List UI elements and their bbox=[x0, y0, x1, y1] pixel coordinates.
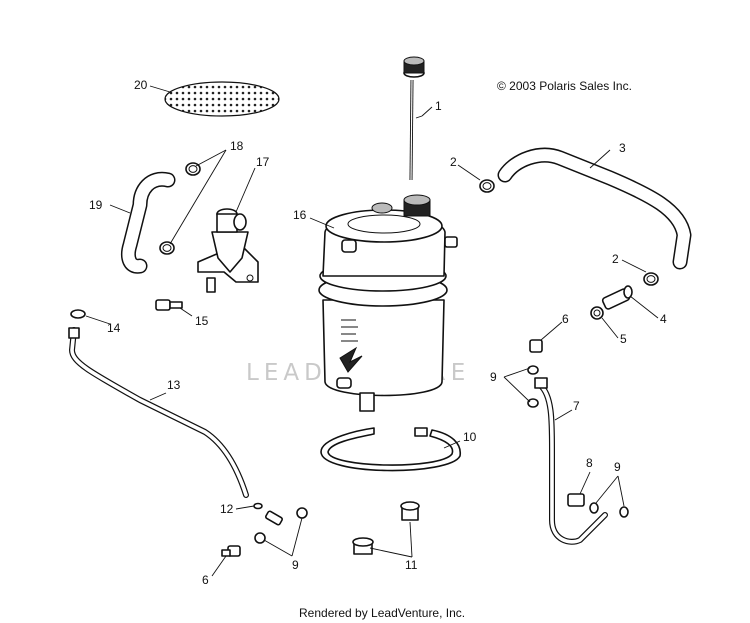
part-20-screen bbox=[164, 81, 280, 117]
leader-lines bbox=[85, 85, 659, 577]
part-2-clamp-lower bbox=[643, 272, 659, 286]
callout-8: 8 bbox=[586, 456, 593, 470]
part-6-bolt-right bbox=[529, 339, 543, 353]
callout-1: 1 bbox=[435, 99, 442, 113]
part-19-hose bbox=[120, 171, 176, 274]
callout-19: 19 bbox=[89, 198, 103, 212]
callout-20: 20 bbox=[134, 78, 148, 92]
callout-6-right: 6 bbox=[562, 312, 569, 326]
callout-2-lower: 2 bbox=[612, 252, 619, 266]
part-6-bolt-lower bbox=[221, 545, 241, 557]
part-13-oil-line bbox=[68, 327, 249, 498]
callout-17: 17 bbox=[256, 155, 270, 169]
part-9-washers-left bbox=[254, 507, 308, 544]
part-11-grommets bbox=[352, 501, 420, 555]
part-9-washers-right-upper bbox=[527, 365, 539, 408]
part-15-bolt bbox=[155, 299, 183, 311]
callout-3: 3 bbox=[619, 141, 626, 155]
part-4-fitting bbox=[601, 285, 633, 310]
callout-18: 18 bbox=[230, 139, 244, 153]
part-10-strap bbox=[320, 427, 461, 472]
callout-16: 16 bbox=[293, 208, 307, 222]
callout-11: 11 bbox=[405, 558, 418, 572]
footer-credit: Rendered by LeadVenture, Inc. bbox=[299, 606, 465, 620]
callout-4: 4 bbox=[660, 312, 667, 326]
part-14-cap bbox=[70, 309, 86, 319]
callout-9-right-upper: 9 bbox=[490, 370, 497, 384]
part-7-oil-line bbox=[534, 377, 608, 545]
part-8-bolt bbox=[567, 493, 585, 507]
callout-13: 13 bbox=[167, 378, 181, 392]
callout-5: 5 bbox=[620, 332, 627, 346]
part-16-oil-tank bbox=[318, 194, 458, 412]
part-banjo-bolt-left bbox=[265, 510, 283, 526]
part-9-washers-right-lower bbox=[589, 502, 629, 518]
callout-6-lower: 6 bbox=[202, 573, 209, 587]
callout-9-right-lower: 9 bbox=[614, 460, 621, 474]
part-3-hose bbox=[497, 147, 692, 270]
callout-2-upper: 2 bbox=[450, 155, 457, 169]
part-12-washer bbox=[253, 502, 263, 510]
copyright-text: © 2003 Polaris Sales Inc. bbox=[497, 79, 632, 93]
part-18-clamp-lower bbox=[159, 241, 175, 255]
callout-9-left: 9 bbox=[292, 558, 299, 572]
callout-15: 15 bbox=[195, 314, 209, 328]
part-1-dipstick bbox=[403, 56, 425, 181]
callout-labels: 20 1 2 3 2 4 5 6 9 7 8 9 10 11 12 13 14 … bbox=[89, 78, 667, 587]
part-17-valve bbox=[197, 208, 259, 293]
callout-10: 10 bbox=[463, 430, 477, 444]
callout-12: 12 bbox=[220, 502, 234, 516]
callout-14: 14 bbox=[107, 321, 121, 335]
part-2-clamp-upper bbox=[479, 179, 495, 193]
part-5-o-ring bbox=[590, 306, 604, 320]
callout-7: 7 bbox=[573, 399, 580, 413]
